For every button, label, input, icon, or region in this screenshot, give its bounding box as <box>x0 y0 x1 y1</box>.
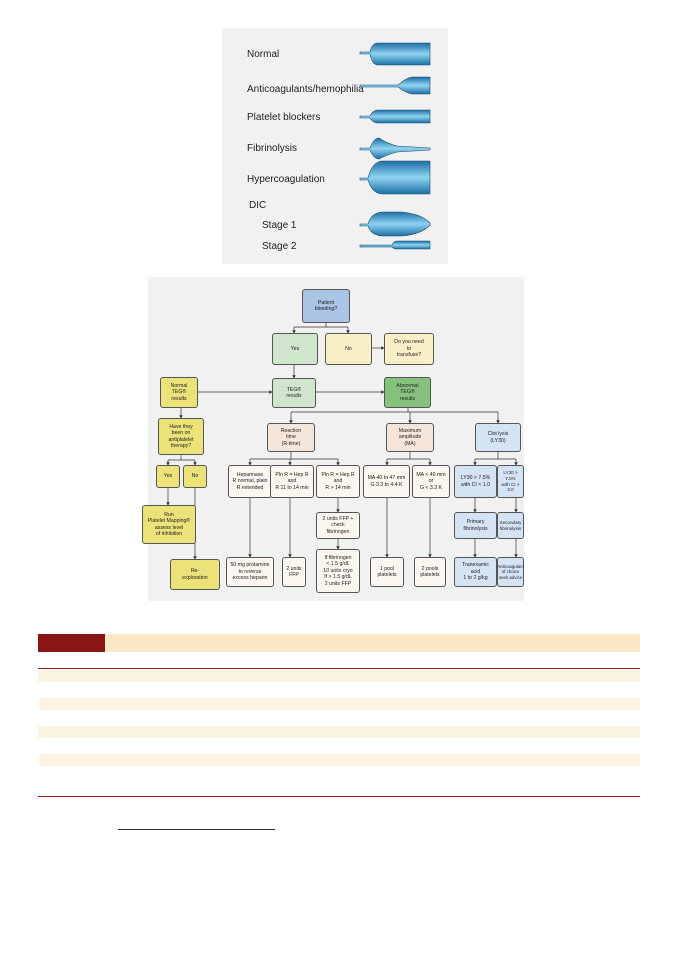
node-reaction-time: Reaction time (R-time) <box>267 423 315 452</box>
teg-label-normal: Normal <box>247 49 280 60</box>
node-ma-under-40: MA < 40 mm or G < 3.3 K <box>412 465 450 498</box>
table-rule-top <box>38 668 640 669</box>
node-run-platelet-mapping: Run Platelet Mapping® assess level of in… <box>142 505 196 544</box>
teg-shape-dic-stage-1 <box>359 211 431 237</box>
node-tranexamic-acid: Tranexamic acid 1 to 2 g/kg <box>454 557 497 587</box>
table-row-stripe <box>38 670 640 682</box>
table-row-stripe <box>38 754 640 766</box>
table-row-stripe <box>38 726 640 738</box>
teg-shape-platelet-blocker <box>359 109 431 124</box>
node-anticoagulant-advice: Anticoagulant of choice seek advice <box>497 557 524 587</box>
node-1-pool-platelets: 1 pool platelets <box>370 557 404 587</box>
teg-tracing-patterns-figure: Normal Anticoagulants/hemophilia Platele… <box>222 28 448 264</box>
teg-shape-dic-stage-2 <box>359 240 431 250</box>
teg-label-anticoagulants: Anticoagulants/hemophilia <box>247 84 364 95</box>
teg-label-dic-stage-2: Stage 2 <box>262 241 297 252</box>
node-no-antiplatelet: No <box>183 465 207 488</box>
teg-shape-fibrinolysis <box>359 137 431 160</box>
teg-transfusion-flowchart: Patient bleeding? Yes No Do you need to … <box>142 277 524 601</box>
node-yes-antiplatelet: Yes <box>156 465 180 488</box>
node-no: No <box>325 333 372 365</box>
teg-shape-hypercoagulation <box>359 160 431 195</box>
teg-label-fibrinolysis: Fibrinolysis <box>247 143 298 154</box>
flowchart-connectors <box>166 323 518 560</box>
table-row-stripe <box>38 698 640 710</box>
node-primary-fibrinolysis: Primary fibrinolysis <box>454 512 497 539</box>
teg-label-platelet-blockers: Platelet blockers <box>247 112 321 123</box>
node-maximum-amplitude: Maximum amplitude (MA) <box>386 423 434 452</box>
node-teg-results: TEG® results <box>272 378 316 408</box>
node-2-units-ffp-check-fibrinogen: 2 units FFP + check fibrinogen <box>316 512 360 539</box>
teg-label-dic: DIC <box>249 200 267 211</box>
table-block <box>38 634 640 798</box>
node-pln-r-over-14: Pln R = Hep R and R > 14 min <box>316 465 360 498</box>
teg-shape-normal <box>359 42 431 66</box>
teg-label-dic-stage-1: Stage 1 <box>262 220 297 231</box>
table-rule-bottom <box>38 796 640 797</box>
node-pln-r-11-to-14: Pln R = Hep R and R 11 to 14 min <box>270 465 314 498</box>
node-clot-lysis: Clot lysis (LY30) <box>475 423 521 452</box>
teg-shapes <box>359 42 431 250</box>
teg-label-hypercoagulation: Hypercoagulation <box>247 174 325 185</box>
node-secondary-fibrinolysis: Secondary fibrinolysis <box>497 512 524 539</box>
node-2-units-ffp: 2 units FFP <box>282 557 306 587</box>
node-yes: Yes <box>272 333 318 365</box>
node-fibrinogen-cryo: If fibrinogen < 1.5 g/dL 10 units cryo I… <box>316 549 360 593</box>
node-re-exploration: Re- exploration <box>170 559 220 590</box>
node-antiplatelet-therapy: Have they been on antiplatelet therapy? <box>158 418 204 455</box>
node-normal-teg-results: Normal TEG® results <box>160 377 198 408</box>
footnote-separator <box>118 829 275 830</box>
teg-shape-anticoagulant <box>359 76 431 95</box>
table-header-band <box>38 634 640 652</box>
table-label-tag <box>38 634 105 652</box>
node-abnormal-teg-results: Abnormal TEG® results <box>384 377 431 408</box>
node-do-you-need-to-transfuse: Do you need to transfuse? <box>384 333 434 365</box>
node-protamine: 50 mg protamine to reverse excess hepari… <box>226 557 274 587</box>
node-ma-40-to-47: MA 40 to 47 mm G 3.3 to 4.4 K <box>363 465 410 498</box>
node-heparinase: Heparinase R normal, plain R extended <box>228 465 272 498</box>
node-ly30-ci-under-1: LY30 > 7.5% with CI < 1.0 <box>454 465 497 498</box>
node-patient-bleeding: Patient bleeding? <box>302 289 350 323</box>
node-ly30-ci-over-3: LY30 > 7.5% with CI > 3.0 <box>497 465 524 498</box>
node-2-pools-platelets: 2 pools platelets <box>414 557 446 587</box>
